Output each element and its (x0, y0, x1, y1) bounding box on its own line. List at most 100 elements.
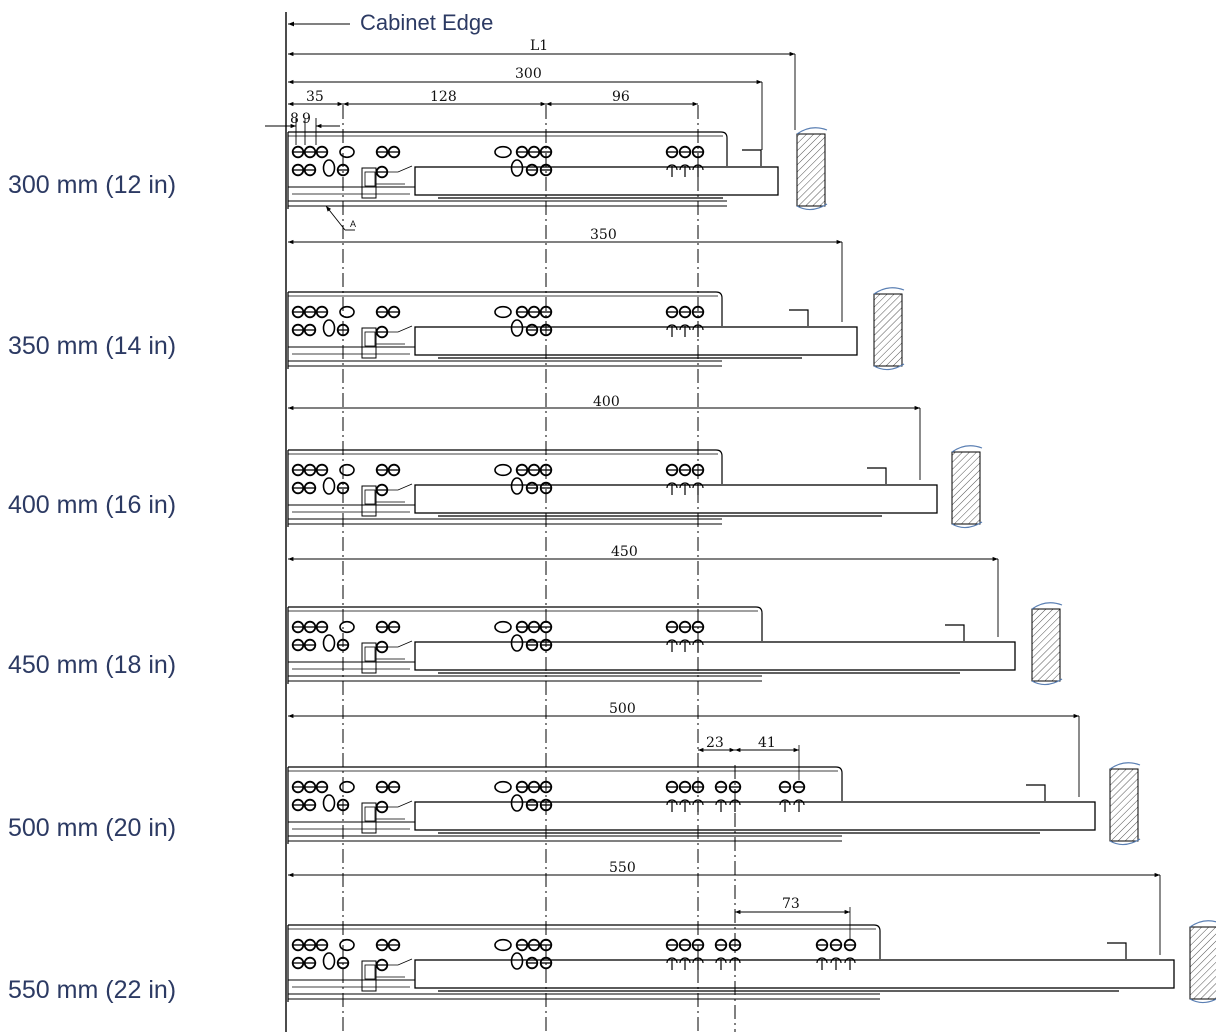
drawer-runner (414, 166, 779, 196)
hole-icon (315, 463, 329, 477)
hole-icon (539, 798, 553, 812)
hole-icon (515, 463, 529, 477)
hole-icon (844, 957, 856, 970)
dim-96: 96 (612, 89, 630, 105)
hole-icon (315, 780, 329, 794)
drawer-runner (414, 959, 1175, 989)
hole-icon (291, 145, 305, 159)
hole-icon (539, 638, 553, 652)
hole-icon (678, 145, 692, 159)
hole-icon (375, 305, 389, 319)
hole-icon (375, 800, 389, 814)
hole-icon (291, 463, 305, 477)
hole-icon (387, 305, 401, 319)
hole-icon (375, 325, 389, 339)
hole-icon (679, 324, 691, 337)
hole-icon (691, 620, 705, 634)
locking-clip (361, 642, 377, 674)
hole-icon (692, 164, 704, 177)
dim-41: 41 (758, 735, 776, 751)
locking-clip (361, 485, 377, 517)
hole-icon (691, 463, 705, 477)
hole-icon (527, 463, 541, 477)
hole-icon (375, 463, 389, 477)
hole-icon (515, 305, 529, 319)
hole-icon (779, 799, 791, 812)
hole-icon (714, 938, 728, 952)
hole-icon (678, 938, 692, 952)
slot-icon (510, 477, 524, 495)
slot-icon (510, 794, 524, 812)
hole-icon (375, 958, 389, 972)
hole-icon (515, 145, 529, 159)
slide-row (287, 872, 1216, 1004)
hole-icon (666, 957, 678, 970)
hole-icon (665, 938, 679, 952)
drawer-runner (414, 801, 1096, 831)
slot-icon (322, 159, 336, 177)
hole-icon (829, 938, 843, 952)
hole-icon (303, 938, 317, 952)
slide-row (287, 239, 905, 371)
rear-hook (789, 309, 809, 326)
locking-clip (361, 960, 377, 992)
hole-icon (525, 163, 539, 177)
hole-icon (665, 620, 679, 634)
hole-icon (375, 780, 389, 794)
slot-icon (510, 634, 524, 652)
hole-icon (375, 620, 389, 634)
hole-icon (539, 323, 553, 337)
hole-icon (315, 938, 329, 952)
hole-icon (387, 620, 401, 634)
slot-icon (339, 145, 355, 159)
hole-icon (539, 463, 553, 477)
hole-icon (525, 798, 539, 812)
hole-icon (679, 164, 691, 177)
hole-icon (666, 799, 678, 812)
hole-icon (816, 957, 828, 970)
hole-icon (291, 163, 305, 177)
slot-icon (322, 794, 336, 812)
slide-row (287, 127, 828, 211)
hole-icon (515, 780, 529, 794)
hole-icon (666, 639, 678, 652)
hole-icon (303, 956, 317, 970)
hole-icon (527, 780, 541, 794)
hole-icon (714, 780, 728, 794)
hole-icon (375, 483, 389, 497)
hole-icon (830, 957, 842, 970)
hole-icon (515, 938, 529, 952)
hole-icon (375, 165, 389, 179)
hole-icon (728, 938, 742, 952)
hole-icon (387, 145, 401, 159)
hole-icon (815, 938, 829, 952)
hole-icon (303, 305, 317, 319)
slide-row (287, 556, 1063, 686)
cabinet-back-panel (873, 293, 903, 367)
hole-icon (291, 780, 305, 794)
dim-350: 350 (590, 227, 617, 243)
hole-icon (525, 638, 539, 652)
rear-hook (742, 149, 762, 166)
slot-icon (339, 305, 355, 319)
cabinet-back-panel (796, 133, 826, 207)
hole-icon (375, 938, 389, 952)
slot-icon (339, 620, 355, 634)
hole-icon (336, 323, 350, 337)
rail-outline (288, 291, 723, 326)
hole-icon (525, 956, 539, 970)
cabinet-back-panel (951, 451, 981, 525)
slot-icon (494, 938, 512, 952)
slot-icon (494, 305, 512, 319)
locking-clip (361, 327, 377, 359)
hole-icon (539, 780, 553, 794)
hole-icon (303, 798, 317, 812)
cabinet-edge-label: Cabinet Edge (360, 10, 493, 35)
rear-hook (1107, 942, 1127, 959)
hole-icon (387, 463, 401, 477)
rail-outline (288, 606, 763, 641)
slide-row (287, 405, 983, 529)
slot-icon (494, 463, 512, 477)
hole-icon (679, 482, 691, 495)
